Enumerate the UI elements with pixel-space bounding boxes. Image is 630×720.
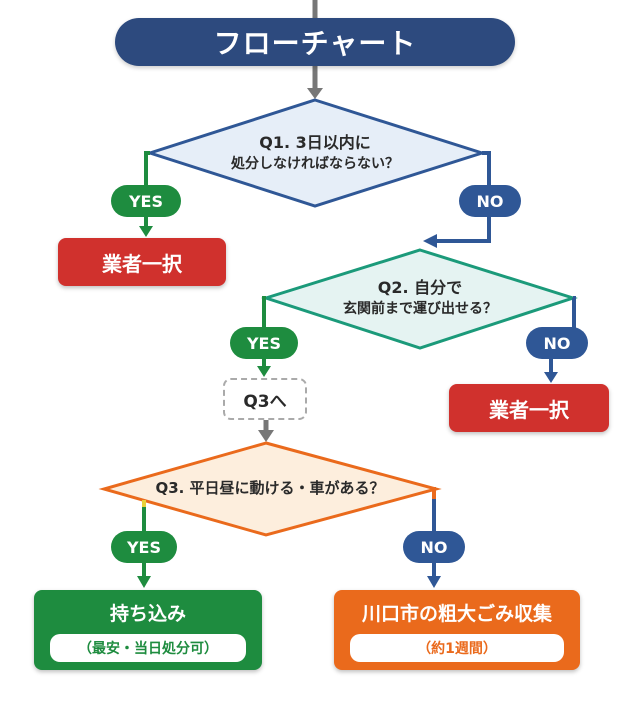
q3-yes-result-title: 持ち込み (109, 602, 186, 625)
q1-no-badge: NO (459, 185, 521, 217)
q2-no-badge: NO (526, 327, 588, 359)
q2-question: Q2. 自分で 玄関前まで運び出せる？ (305, 268, 535, 328)
q3-yes-result-note: （最安・当日処分可） (50, 633, 246, 662)
q3-question: Q3. 平日昼に動ける・車がある？ (150, 476, 390, 502)
q3-no-connector-orange (432, 487, 436, 500)
q2-line1: Q2. 自分で (377, 278, 463, 298)
q1-diamond (145, 98, 487, 208)
q2-no-result-box: 業者一択 (449, 384, 609, 432)
q1-no-connector-lower (432, 216, 491, 243)
q3-no-result-title: 川口市の粗大ごみ収集 (361, 602, 552, 625)
q3-no-badge: NO (403, 531, 465, 563)
q1-question: Q1. 3日以内に 処分しなければならない？ (190, 118, 440, 188)
arrow-head-q1 (307, 88, 323, 99)
go-to-q3-box: Q3へ (223, 378, 307, 420)
q1-yes-connector (144, 151, 150, 186)
q3-diamond (98, 441, 442, 537)
q3-no-result-box: 川口市の粗大ごみ収集 （約1週間） (334, 590, 580, 670)
arrow-head-q3 (258, 430, 274, 442)
q2-no-connector (572, 296, 576, 328)
q1-line1: Q1. 3日以内に (259, 133, 371, 153)
q1-line2: 処分しなければならない？ (231, 156, 399, 173)
q1-no-arrow-head (423, 234, 437, 248)
q2-diamond (261, 248, 578, 350)
q1-no-connector (482, 151, 491, 186)
q1-yes-badge: YES (111, 185, 181, 217)
q3-yes-result-box: 持ち込み （最安・当日処分可） (34, 590, 262, 670)
q2-no-arrow-head (544, 372, 558, 383)
q2-line2: 玄関前まで運び出せる？ (343, 301, 497, 318)
q2-yes-badge: YES (230, 327, 298, 359)
q3-yes-arrow-head (137, 576, 151, 588)
q3-line1: Q3. 平日昼に動ける・車がある？ (155, 479, 385, 498)
q1-yes-result-box: 業者一択 (58, 238, 226, 286)
q2-yes-arrow-head (257, 366, 271, 377)
q3-no-result-note: （約1週間） (350, 633, 564, 662)
q2-yes-connector (262, 296, 266, 330)
q3-yes-badge: YES (111, 531, 177, 563)
q3-no-arrow-head (427, 576, 441, 588)
q1-yes-arrow-head (139, 226, 153, 237)
flowchart-title: フローチャート (115, 18, 515, 66)
